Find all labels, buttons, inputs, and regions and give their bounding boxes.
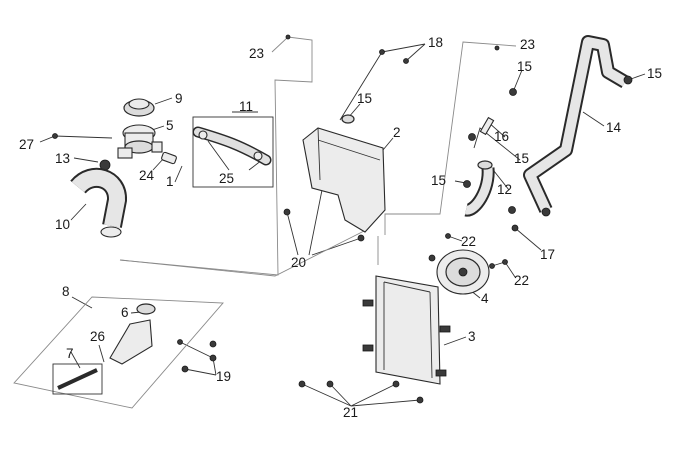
- callout-10: 10: [55, 217, 70, 232]
- cooling-fan: [428, 233, 508, 295]
- callout-17: 17: [540, 247, 555, 262]
- coolant-reservoir: [57, 303, 217, 390]
- callout-3: 3: [468, 329, 476, 344]
- callout-9: 9: [175, 91, 183, 106]
- callout-8: 8: [62, 284, 70, 299]
- hose-11-box: [192, 116, 274, 188]
- reservoir-area-frame: [13, 296, 224, 409]
- callout-15-left: 15: [431, 173, 446, 188]
- callout-23-right: 23: [520, 37, 535, 52]
- callout-26: 26: [90, 329, 105, 344]
- hose-14: [523, 35, 633, 217]
- callout-21: 21: [343, 405, 358, 420]
- callout-25: 25: [219, 171, 234, 186]
- callout-4: 4: [481, 291, 489, 306]
- callout-7: 7: [66, 346, 74, 361]
- callout-16: 16: [494, 129, 509, 144]
- callout-22-upper: 22: [461, 234, 476, 249]
- callout-15-upper: 15: [517, 59, 532, 74]
- hose-12-and-fitting-16: [463, 88, 519, 232]
- callout-1: 1: [166, 174, 174, 189]
- radiator: [298, 275, 451, 404]
- callout-23-left: 23: [249, 46, 264, 61]
- callout-13: 13: [55, 151, 70, 166]
- callout-11: 11: [239, 99, 253, 114]
- callout-12: 12: [497, 182, 512, 197]
- callout-22-lower: 22: [514, 273, 529, 288]
- hose-10: [70, 167, 127, 238]
- callout-labels: 1 2 3 4 5 6 7 8 9 10 11 12 13 14 15 15 1…: [19, 35, 662, 420]
- filler-cap-and-neck: [52, 98, 177, 171]
- overflow-tube-box: [52, 363, 103, 395]
- expansion-tank: [283, 34, 500, 242]
- callout-2: 2: [393, 125, 401, 140]
- callout-15-mid: 15: [514, 151, 529, 166]
- callout-15-tank: 15: [357, 91, 372, 106]
- leader-lines: [39, 36, 646, 407]
- callout-15-right: 15: [647, 66, 662, 81]
- callout-24: 24: [139, 168, 155, 183]
- callout-19: 19: [216, 369, 231, 384]
- callout-14: 14: [606, 120, 622, 135]
- callout-18: 18: [428, 35, 443, 50]
- callout-20: 20: [291, 255, 306, 270]
- callout-27: 27: [19, 137, 34, 152]
- callout-5: 5: [166, 118, 174, 133]
- callout-6: 6: [121, 305, 129, 320]
